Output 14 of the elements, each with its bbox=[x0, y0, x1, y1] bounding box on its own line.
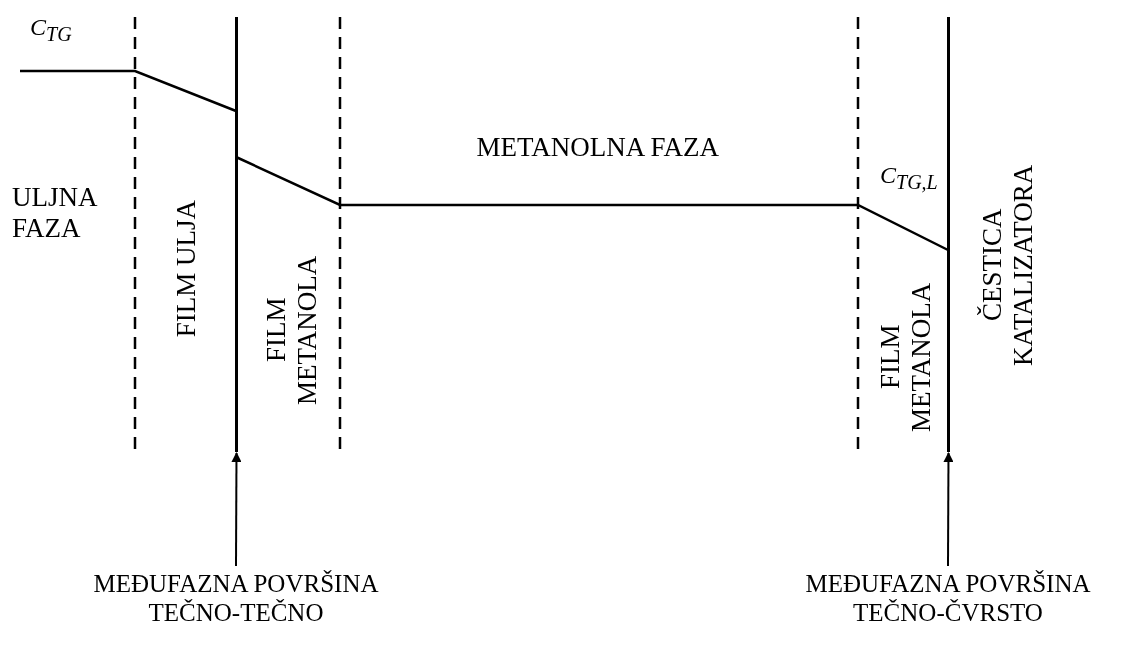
concentration-symbol: C$_{TG}$ bbox=[30, 14, 72, 46]
phase-label: ULJNA FAZA bbox=[12, 182, 98, 245]
film-label: FILM ULJA bbox=[170, 199, 202, 337]
particle-label: ČESTICA KATALIZATORA bbox=[977, 163, 1040, 368]
interface-label: MEĐUFAZNA POVRŠINA TEČNO-TEČNO bbox=[71, 570, 401, 628]
interface-label: MEĐUFAZNA POVRŠINA TEČNO-ČVRSTO bbox=[783, 570, 1113, 628]
film-label: FILM METANOLA bbox=[875, 281, 938, 434]
arrow bbox=[231, 452, 242, 567]
interface-line bbox=[235, 17, 238, 452]
interface-line bbox=[947, 17, 950, 452]
arrow bbox=[943, 452, 954, 567]
phase-label: METANOLNA FAZA bbox=[476, 131, 720, 163]
concentration-symbol: C$_{TG,L}$ bbox=[880, 162, 938, 194]
film-label: FILM METANOLA bbox=[261, 254, 324, 407]
